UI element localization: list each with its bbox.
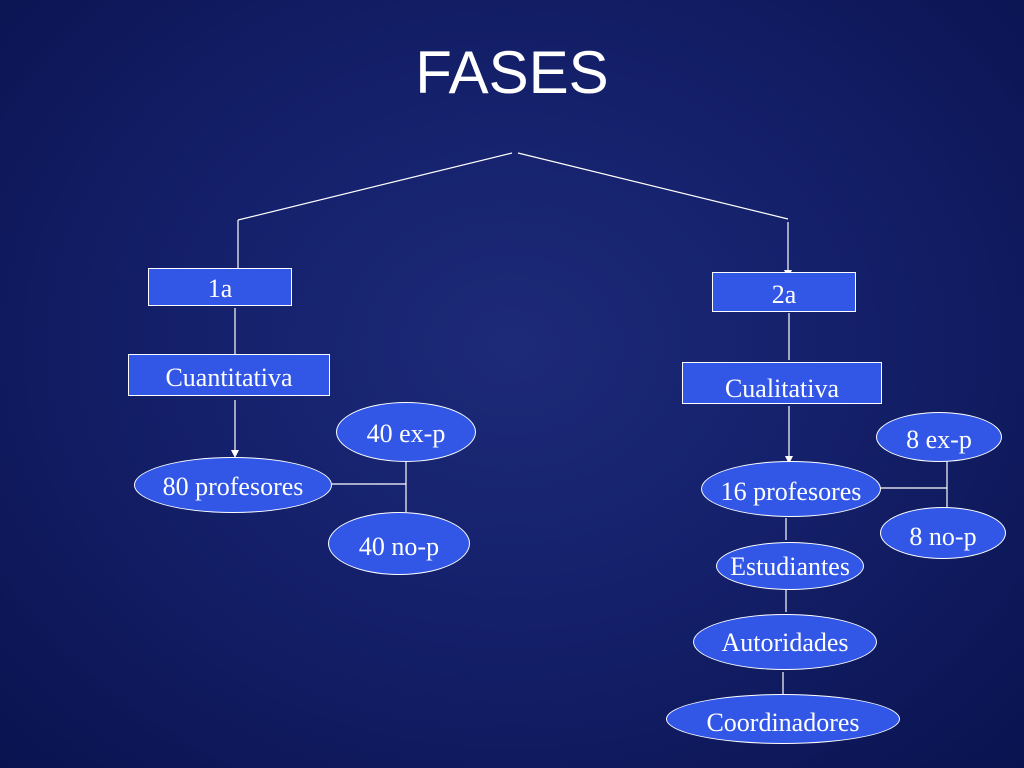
phase-1a-box: 1a [148,268,292,306]
arrowhead-80-profesores [231,450,239,458]
split-8-ex-p-oval: 8 ex-p [876,412,1002,462]
autoridades-oval: Autoridades [693,614,877,670]
sample-16-profesores-oval: 16 profesores [701,461,881,517]
cualitativa-box: Cualitativa [682,362,882,404]
estudiantes-oval: Estudiantes [716,542,864,590]
branch-line-right [517,152,789,220]
coordinadores-oval: Coordinadores [666,694,900,744]
split-8-no-p-oval: 8 no-p [880,507,1006,559]
phase-2a-box: 2a [712,272,856,312]
sample-80-profesores-oval: 80 profesores [134,457,332,513]
arrowhead-16-profesores [785,456,793,464]
cuantitativa-box: Cuantitativa [128,354,330,396]
branch-line-left [237,152,513,221]
split-40-no-p-oval: 40 no-p [328,512,470,575]
split-40-ex-p-oval: 40 ex-p [336,402,476,462]
page-title: FASES [415,39,609,106]
